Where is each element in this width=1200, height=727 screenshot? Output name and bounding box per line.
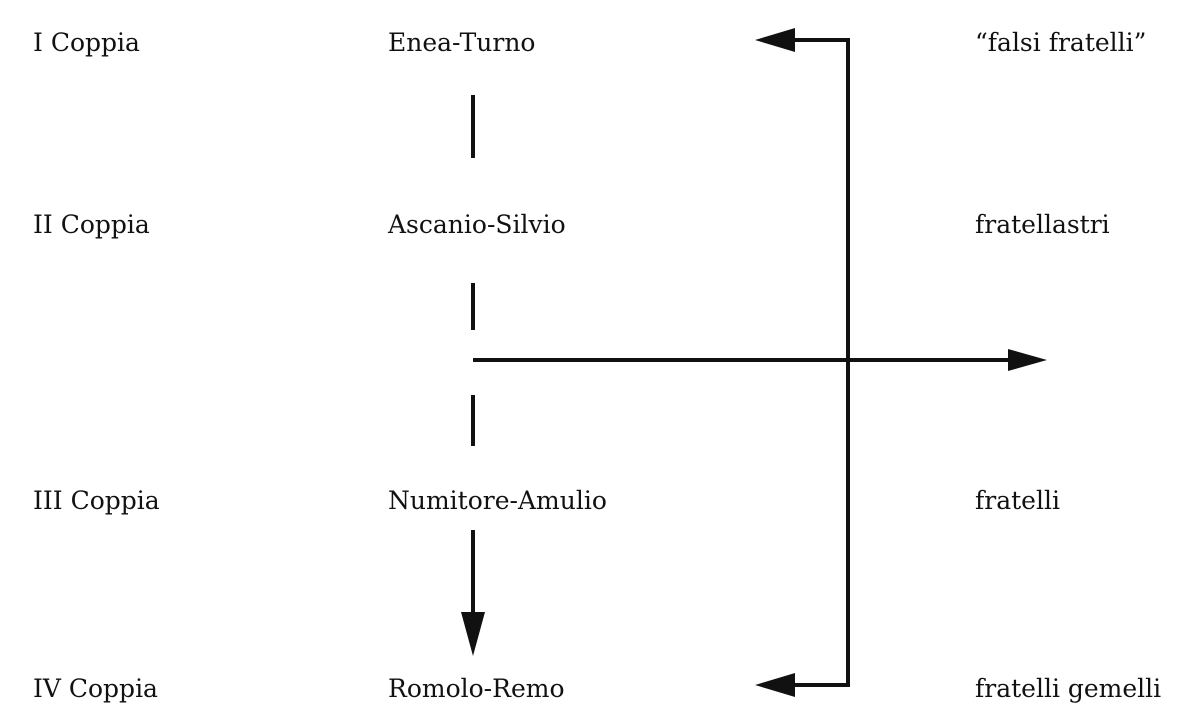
row-3-pair: Numitore-Amulio (388, 486, 607, 515)
row-3-label: III Coppia (33, 486, 160, 515)
row-4-pair: Romolo-Remo (388, 674, 565, 703)
top-left-arrowhead (755, 28, 795, 52)
down-arrowhead (461, 612, 485, 656)
row-1-pair: Enea-Turno (388, 28, 536, 57)
row-4-relation: fratelli gemelli (975, 674, 1162, 703)
row-2-label: II Coppia (33, 210, 150, 239)
right-arrowhead (1008, 349, 1047, 371)
row-3-relation: fratelli (975, 486, 1060, 515)
bottom-left-arrowhead (755, 673, 795, 697)
row-4-label: IV Coppia (33, 674, 158, 703)
row-2-relation: fratellastri (975, 210, 1110, 239)
row-1-relation: “falsi fratelli” (975, 28, 1147, 57)
row-1-label: I Coppia (33, 28, 140, 57)
bracket-line (790, 38, 850, 687)
row-2-pair: Ascanio-Silvio (388, 210, 566, 239)
